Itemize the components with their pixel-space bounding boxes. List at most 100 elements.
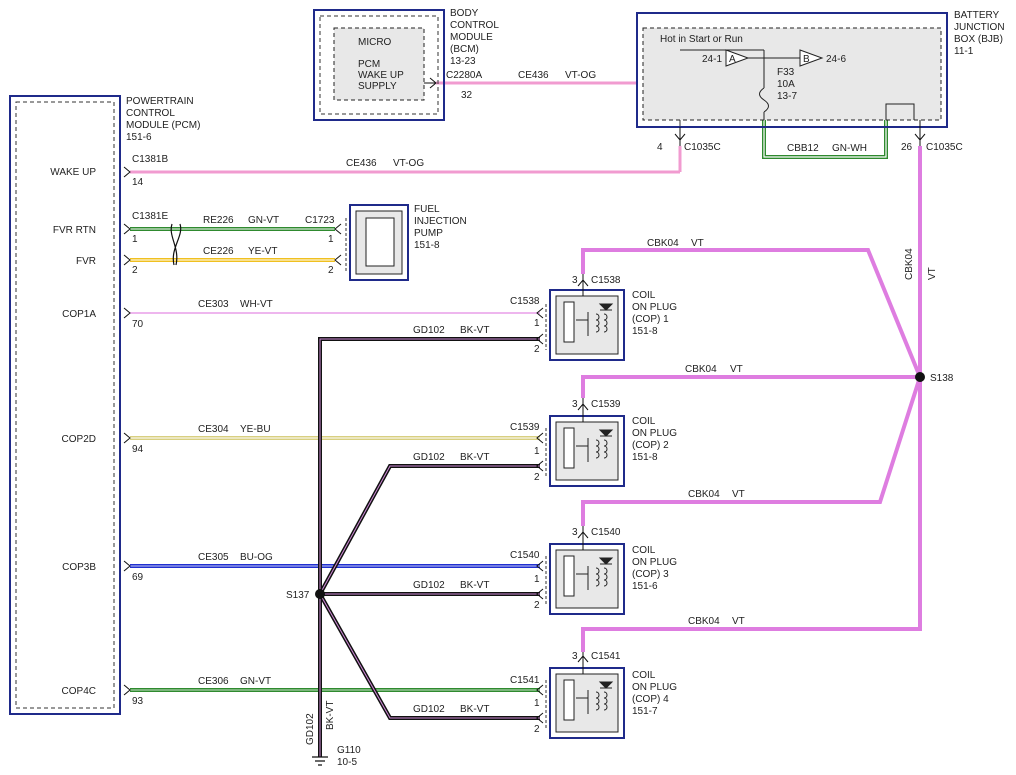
pcm-wake-pin: 14: [132, 177, 144, 188]
coil-on-plug-1: 3 C1538 C1538 1 2 COIL ON PLUG (COP) 1 1…: [510, 274, 677, 361]
label-ce306: CE306: [198, 676, 229, 687]
cop4-pin-2: 2: [534, 724, 540, 735]
cop3-arrow-2-icon: [536, 588, 544, 600]
ground-name: G110: [337, 745, 361, 756]
bcm-connector: C2280A: [446, 70, 482, 81]
cbk04-wires: [581, 146, 922, 652]
bcm-inner-line-2: PCM: [358, 59, 380, 70]
label-ce303-color: WH-VT: [240, 299, 273, 310]
fuse-icon: [759, 87, 769, 113]
fip-arrow-1-icon: [334, 223, 342, 235]
fip-connector: C1723: [305, 215, 335, 226]
bjb-right-connector: C1035C: [926, 142, 963, 153]
cop4-arrow-1-icon: [536, 684, 544, 696]
cop2-top-pin: 3: [572, 399, 578, 410]
pcm-arrow-fvr-icon: [123, 254, 131, 266]
cop1-label-2: ON PLUG: [632, 302, 677, 313]
label-ce436-top: CE436: [518, 70, 549, 81]
bjb-label-2: JUNCTION: [954, 22, 1005, 33]
bcm-label-1: BODY: [450, 8, 479, 19]
bcm-label-2: CONTROL: [450, 20, 499, 31]
label-cbk04-vertical-color: VT: [927, 267, 938, 280]
cop4-top-connector: C1541: [591, 651, 621, 662]
fip-arrow-2-icon: [334, 254, 342, 266]
pcm-pin-cop2d: COP2D: [62, 434, 96, 445]
cop4-label-1: COIL: [632, 670, 656, 681]
cop1-diode-icon: [598, 303, 614, 311]
bcm-label-5: 13-23: [450, 56, 476, 67]
pcm-arrow-cop3b-icon: [123, 560, 131, 572]
bjb-connector-b-icon: [799, 49, 824, 67]
bjb-fuse-1: F33: [777, 67, 795, 78]
cop1-arrow-1-icon: [536, 307, 544, 319]
fip-pin-1: 1: [328, 234, 334, 245]
pcm-label-3: MODULE (PCM): [126, 120, 200, 131]
bcm-label-3: MODULE: [450, 32, 493, 43]
cop4-arrow-2-icon: [536, 712, 544, 724]
label-ce436: CE436: [346, 158, 377, 169]
splice-s137: [315, 589, 325, 599]
cop3-label-3: (COP) 3: [632, 569, 669, 580]
ground-wires: [318, 337, 540, 757]
fip-label-2: INJECTION: [414, 216, 467, 227]
bjb-fuse-3: 13-7: [777, 91, 797, 102]
label-cbk04-vertical: CBK04: [904, 248, 915, 280]
pcm-cop3b-pin: 69: [132, 572, 144, 583]
powertrain-control-module: POWERTRAIN CONTROL MODULE (PCM) 151-6 WA…: [9, 95, 200, 715]
bjb-left-connector: C1035C: [684, 142, 721, 153]
label-ce226-color: YE-VT: [248, 246, 277, 257]
cop3-pin-1: 1: [534, 574, 540, 585]
twisted-pair-symbol: [170, 223, 182, 266]
bjb-connector-a-icon: [725, 49, 750, 67]
label-cbk04-2-color: VT: [730, 364, 743, 375]
pcm-cop2d-pin: 94: [132, 444, 144, 455]
label-ce436-color: VT-OG: [393, 158, 424, 169]
bjb-label-3: BOX (BJB): [954, 34, 1003, 45]
ground-ref: 10-5: [337, 757, 357, 768]
label-ce306-color: GN-VT: [240, 676, 271, 687]
cop2-arrow-1-icon: [536, 432, 544, 444]
cop3-label-1: COIL: [632, 545, 656, 556]
cop3-diode-icon: [598, 557, 614, 565]
pcm-label-2: CONTROL: [126, 108, 175, 119]
bjb-right-pin: 26: [901, 142, 913, 153]
cop3-arrow-top-icon: [577, 531, 589, 539]
cop3-label-4: 151-6: [632, 581, 658, 592]
cop2-pin-1: 1: [534, 446, 540, 457]
cop4-pin-1: 1: [534, 698, 540, 709]
label-cbk04-3-color: VT: [732, 489, 745, 500]
label-gd102-4: GD102: [413, 704, 445, 715]
pcm-label-1: POWERTRAIN: [126, 96, 194, 107]
bjb-label-1: BATTERY: [954, 10, 1000, 21]
fip-label-4: 151-8: [414, 240, 440, 251]
bjb-conn-a: A: [729, 54, 736, 65]
cop1-pin-1: 1: [534, 318, 540, 329]
cop4-label-2: ON PLUG: [632, 682, 677, 693]
pcm-arrow-cop4c-icon: [123, 684, 131, 696]
label-cbk04-3: CBK04: [688, 489, 720, 500]
label-cbb12: CBB12: [787, 143, 819, 154]
cop4-diode-icon: [598, 681, 614, 689]
pcm-cop4c-pin: 93: [132, 696, 144, 707]
pcm-arrow-fvrrtn-icon: [123, 223, 131, 235]
wire-cbb12-inner: [763, 118, 887, 158]
cop3-arrow-1-icon: [536, 560, 544, 572]
label-gd102-1-color: BK-VT: [460, 325, 489, 336]
label-cbk04-2: CBK04: [685, 364, 717, 375]
label-cbb12-color: GN-WH: [832, 143, 867, 154]
label-ce303: CE303: [198, 299, 229, 310]
label-gd102-vertical-color: BK-VT: [325, 701, 336, 730]
cop4-label-3: (COP) 4: [632, 694, 669, 705]
cop1-top-connector: C1538: [591, 275, 621, 286]
label-gd102-1: GD102: [413, 325, 445, 336]
pcm-arrow-cop2d-icon: [123, 432, 131, 444]
cop2-label-1: COIL: [632, 416, 656, 427]
label-ce436-top-color: VT-OG: [565, 70, 596, 81]
cop3-connector: C1540: [510, 550, 540, 561]
bjb-conn-b: B: [803, 54, 810, 65]
label-gd102-vertical: GD102: [305, 713, 316, 745]
bjb-fuse-2: 10A: [777, 79, 795, 90]
pcm-fvr-connector: C1381E: [132, 211, 168, 222]
splice-s137-label: S137: [286, 590, 310, 601]
wire-cbb12: [762, 118, 888, 159]
